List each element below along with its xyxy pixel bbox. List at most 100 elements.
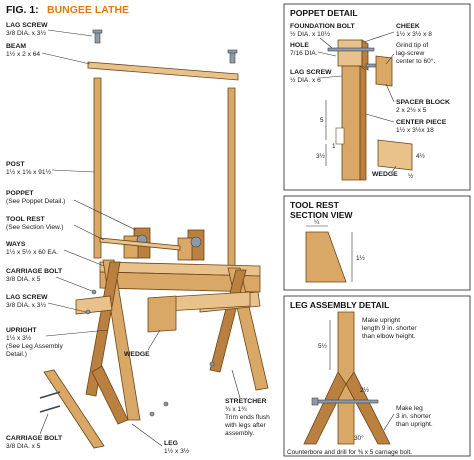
label-ways: WAYS 1½ x 5½ x 60 EA. bbox=[6, 241, 105, 267]
poppet-foundation-bolt-part bbox=[327, 47, 375, 52]
svg-text:1½: 1½ bbox=[356, 254, 366, 262]
svg-text:CARRIAGE BOLT: CARRIAGE BOLT bbox=[6, 268, 63, 275]
svg-text:POPPET: POPPET bbox=[6, 190, 34, 197]
svg-text:Detail.): Detail.) bbox=[6, 351, 27, 358]
center-block-part bbox=[147, 295, 177, 333]
top-lag-screw-part bbox=[92, 29, 103, 44]
svg-text:Grind tip of: Grind tip of bbox=[396, 42, 428, 49]
leg-carriage-bolt-part bbox=[315, 399, 379, 404]
svg-text:BEAM: BEAM bbox=[6, 43, 26, 50]
svg-text:SPACER BLOCK: SPACER BLOCK bbox=[396, 99, 450, 106]
tool-rest-title-2: SECTION VIEW bbox=[290, 210, 353, 220]
svg-text:STRETCHER: STRETCHER bbox=[225, 398, 267, 405]
label-tool-rest: TOOL REST (See Section View.) bbox=[6, 216, 105, 241]
svg-text:LEG: LEG bbox=[164, 440, 178, 447]
poppet-spacer-block-part bbox=[375, 55, 393, 87]
beam-part bbox=[87, 61, 239, 81]
label-carriage-bolt: CARRIAGE BOLT 3/8 DIA. x 5 bbox=[6, 268, 93, 292]
svg-text:LAG SCREW: LAG SCREW bbox=[290, 69, 332, 76]
label-carriage-bolt-low: CARRIAGE BOLT 3/8 DIA. x 5 bbox=[6, 413, 63, 450]
svg-text:than elbow height.: than elbow height. bbox=[362, 333, 416, 340]
tool-rest-part bbox=[99, 237, 181, 251]
leg-assembly-panel: LEG ASSEMBLY DETAIL 5½ 2½ 30° Make uprig… bbox=[283, 295, 471, 457]
svg-text:1½ x 3½x 18: 1½ x 3½x 18 bbox=[396, 126, 434, 134]
post-right-part bbox=[227, 87, 236, 271]
leg-right-part bbox=[345, 371, 391, 445]
svg-text:Trim ends flush: Trim ends flush bbox=[225, 414, 270, 421]
label-beam: BEAM 1½ x 2 x 64 bbox=[6, 43, 91, 65]
figure-title-prefix: FIG. 1: bbox=[6, 4, 39, 16]
svg-text:3 in. shorter: 3 in. shorter bbox=[396, 413, 432, 420]
label-poppet: POPPET (See Poppet Detail.) bbox=[6, 190, 137, 231]
svg-text:3/8 DIA. x 5: 3/8 DIA. x 5 bbox=[6, 443, 41, 450]
svg-text:30°: 30° bbox=[354, 434, 364, 442]
svg-text:CENTER PIECE: CENTER PIECE bbox=[396, 119, 447, 126]
poppet-right-part bbox=[177, 229, 205, 261]
svg-text:(See Section View.): (See Section View.) bbox=[6, 224, 63, 231]
svg-text:HOLE: HOLE bbox=[290, 42, 309, 49]
svg-text:assembly.: assembly. bbox=[225, 430, 254, 437]
svg-text:(See Leg Assembly: (See Leg Assembly bbox=[6, 343, 64, 350]
svg-text:3/8 DIA. x 3½: 3/8 DIA. x 3½ bbox=[6, 29, 46, 37]
svg-text:1½ x 3½ x 8: 1½ x 3½ x 8 bbox=[396, 30, 432, 38]
tool-rest-profile-part bbox=[305, 231, 347, 283]
poppet-wedge-part bbox=[377, 139, 413, 171]
figure-title-main: BUNGEE LATHE bbox=[47, 4, 129, 16]
svg-text:5½: 5½ bbox=[318, 342, 328, 350]
svg-text:lag-screw: lag-screw bbox=[396, 50, 424, 57]
svg-text:than upright.: than upright. bbox=[396, 421, 433, 428]
poppet-center-piece-part bbox=[341, 65, 361, 181]
lower-stretcher-part bbox=[43, 369, 105, 449]
svg-text:(See Poppet Detail.): (See Poppet Detail.) bbox=[6, 198, 65, 205]
label-stretcher: STRETCHER ¾ x 1¾ Trim ends flush with le… bbox=[224, 369, 270, 437]
tool-rest-title-1: TOOL REST bbox=[290, 200, 340, 210]
svg-text:1½ x 2 x 64: 1½ x 2 x 64 bbox=[6, 50, 40, 58]
poppet-cheek-part bbox=[337, 39, 363, 67]
svg-text:1: 1 bbox=[332, 143, 336, 150]
figure-title: FIG. 1: BUNGEE LATHE bbox=[6, 4, 129, 16]
poppet-detail-title: POPPET DETAIL bbox=[290, 8, 358, 18]
svg-text:CARRIAGE BOLT: CARRIAGE BOLT bbox=[6, 435, 63, 442]
svg-text:UPRIGHT: UPRIGHT bbox=[6, 327, 37, 334]
svg-text:POST: POST bbox=[6, 161, 25, 168]
svg-text:7/16 DIA.: 7/16 DIA. bbox=[290, 50, 318, 57]
svg-text:3/8 DIA. x 3½: 3/8 DIA. x 3½ bbox=[6, 301, 46, 309]
svg-text:Make leg: Make leg bbox=[396, 405, 423, 412]
svg-text:2 x 2½ x 5: 2 x 2½ x 5 bbox=[396, 106, 427, 114]
svg-text:LAG SCREW: LAG SCREW bbox=[6, 22, 48, 29]
label-upright: UPRIGHT 1½ x 3½ (See Leg Assembly Detail… bbox=[6, 327, 109, 358]
svg-text:½ DIA. x 6: ½ DIA. x 6 bbox=[290, 76, 321, 84]
svg-text:with legs after: with legs after bbox=[224, 422, 266, 429]
svg-text:CHEEK: CHEEK bbox=[396, 23, 420, 30]
svg-text:3½: 3½ bbox=[316, 152, 326, 160]
svg-text:1½ x 3½: 1½ x 3½ bbox=[164, 447, 190, 455]
leg-left-part bbox=[303, 371, 347, 445]
main-lathe-drawing bbox=[39, 29, 269, 449]
ways-front-part bbox=[99, 271, 261, 293]
svg-text:½ DIA. x 10½: ½ DIA. x 10½ bbox=[290, 30, 330, 38]
top-lag-screw-right-part bbox=[227, 49, 238, 64]
tool-rest-section-panel: TOOL REST SECTION VIEW ¼ 1½ bbox=[283, 195, 471, 291]
svg-text:length 9 in. shorter: length 9 in. shorter bbox=[362, 325, 417, 332]
svg-text:¾ x 1¾: ¾ x 1¾ bbox=[225, 406, 247, 413]
svg-text:WEDGE: WEDGE bbox=[124, 351, 150, 358]
label-leg: LEG 1½ x 3½ bbox=[131, 423, 190, 455]
svg-text:LAG SCREW: LAG SCREW bbox=[6, 294, 48, 301]
svg-text:Counterbore and drill for ⅜ x: Counterbore and drill for ⅜ x 5 carriage… bbox=[287, 449, 412, 456]
svg-text:WAYS: WAYS bbox=[6, 241, 26, 248]
svg-text:3/8 DIA. x 5: 3/8 DIA. x 5 bbox=[6, 276, 41, 283]
label-lag-screw-mid: LAG SCREW 3/8 DIA. x 3½ bbox=[6, 294, 87, 313]
lower-leg-part bbox=[91, 365, 129, 425]
svg-text:2½: 2½ bbox=[360, 386, 370, 394]
post-left-part bbox=[93, 77, 102, 259]
svg-text:WEDGE: WEDGE bbox=[372, 171, 398, 178]
svg-text:4½: 4½ bbox=[416, 152, 426, 160]
svg-text:1½ x 5½ x 60 EA.: 1½ x 5½ x 60 EA. bbox=[6, 248, 58, 256]
svg-text:¼: ¼ bbox=[314, 219, 320, 226]
left-leg-assembly-part bbox=[75, 259, 141, 421]
svg-text:TOOL REST: TOOL REST bbox=[6, 216, 45, 223]
label-wedge: WEDGE bbox=[124, 329, 161, 358]
svg-text:center to 60°.: center to 60°. bbox=[396, 57, 435, 65]
svg-text:1½ x 3½: 1½ x 3½ bbox=[6, 334, 32, 342]
